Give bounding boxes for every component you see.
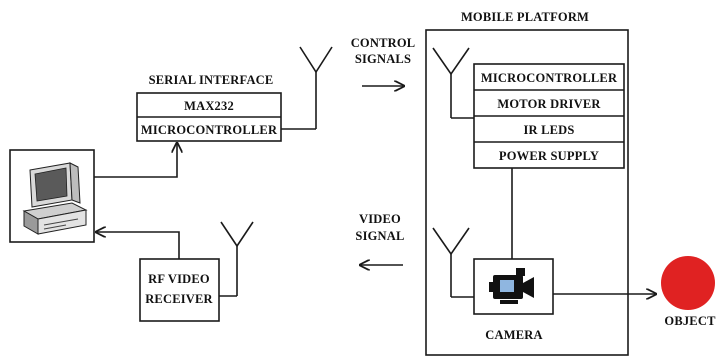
camera-antenna-icon — [432, 227, 474, 298]
rf-video-receiver-label-line2: RECEIVER — [145, 292, 213, 306]
rf-video-receiver-label-line1: RF VIDEO — [148, 272, 210, 286]
ir-leds-label: IR LEDS — [523, 123, 574, 137]
camera-label: CAMERA — [485, 328, 542, 342]
control-signals-label-line2: SIGNALS — [355, 52, 411, 66]
video-signal-label-line2: SIGNAL — [355, 229, 404, 243]
mobile-platform-label: MOBILE PLATFORM — [461, 10, 589, 24]
power-supply-label: POWER SUPPLY — [499, 149, 599, 163]
object-label: OBJECT — [664, 314, 716, 328]
platform-module-stack — [473, 63, 625, 169]
object-circle — [661, 256, 715, 310]
mobile-platform-box — [425, 29, 629, 356]
serial-antenna-icon — [281, 46, 333, 130]
max232-label: MAX232 — [184, 99, 234, 113]
receiver-to-computer-connector — [96, 232, 180, 259]
microcontroller-left-label: MICROCONTROLLER — [141, 123, 278, 137]
video-signal-label-line1: VIDEO — [359, 212, 401, 226]
microcontroller-right-label: MICROCONTROLLER — [481, 71, 618, 85]
video-camera-icon — [489, 268, 534, 304]
rf-video-receiver-box — [139, 258, 220, 322]
control-signals-label-line1: CONTROL — [351, 36, 416, 50]
serial-interface-label: SERIAL INTERFACE — [149, 73, 274, 87]
platform-antenna-icon — [432, 47, 474, 119]
receiver-antenna-icon — [219, 221, 254, 297]
serial-interface-block — [136, 92, 282, 142]
motor-driver-label: MOTOR DRIVER — [497, 97, 601, 111]
computer-to-serial-connector — [94, 143, 177, 178]
desktop-computer-icon — [22, 162, 88, 235]
